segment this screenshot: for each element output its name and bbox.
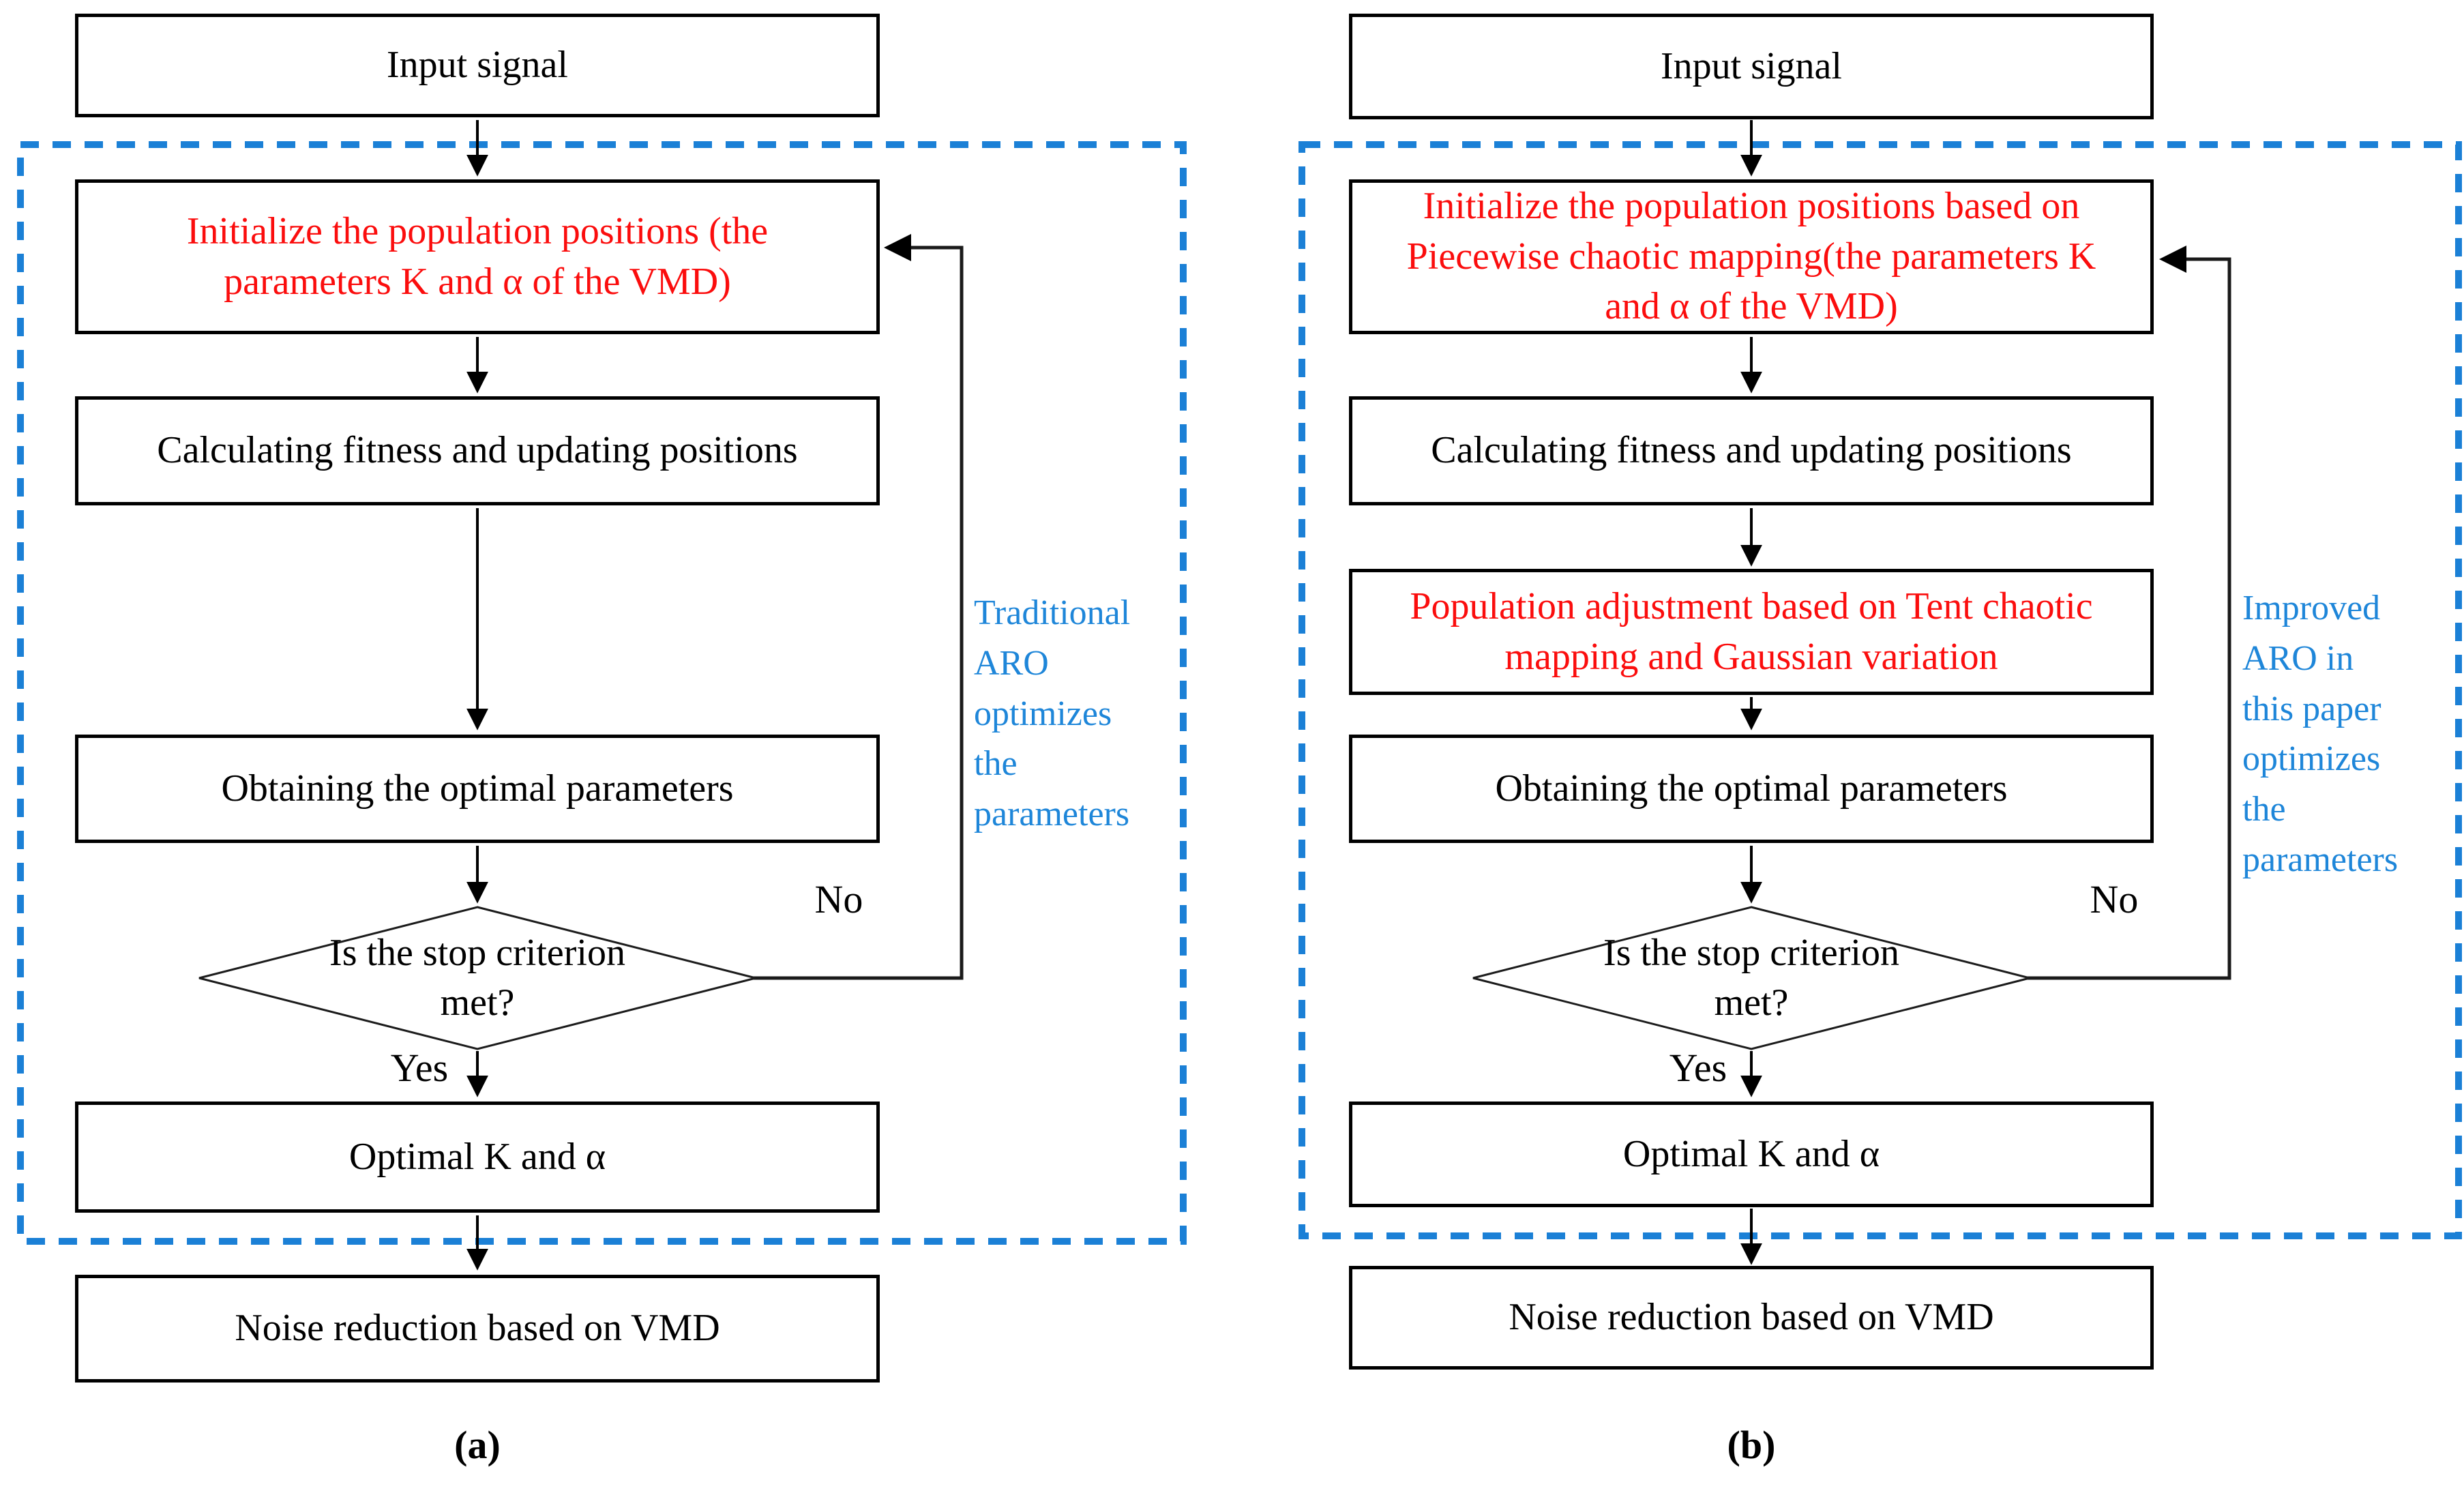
node-a-calculate: Calculating fitness and updating positio… — [75, 396, 880, 505]
node-b-decision: Is the stop criterion met? — [1588, 917, 1915, 1039]
side-note-a: Traditional ARO optimizes the parameters — [974, 588, 1178, 840]
node-b-obtain-label: Obtaining the optimal parameters — [1495, 767, 2008, 810]
side-note-b-line: ARO in — [2242, 638, 2354, 678]
dashed-boundary-b — [1298, 141, 2462, 1239]
node-b-initialize-label: Initialize the population positions base… — [1406, 184, 2096, 328]
loop-arrow-a-no-branch — [750, 234, 964, 980]
node-b-decision-label: Is the stop criterion met? — [1603, 932, 1899, 1024]
side-note-b-line: this paper — [2242, 689, 2381, 728]
node-a-optimal-label: Optimal K and α — [348, 1135, 606, 1178]
node-b-input: Input signal — [1349, 14, 2154, 119]
node-b-adjust-label: Population adjustment based on Tent chao… — [1410, 585, 2093, 678]
side-note-a-line: Traditional — [974, 593, 1131, 632]
node-a-noise: Noise reduction based on VMD — [75, 1275, 880, 1383]
node-a-decision-label: Is the stop criterion met? — [329, 932, 625, 1024]
node-a-noise-label: Noise reduction based on VMD — [235, 1307, 720, 1350]
node-b-noise: Noise reduction based on VMD — [1349, 1266, 2154, 1370]
node-b-obtain: Obtaining the optimal parameters — [1349, 735, 2154, 843]
node-b-initialize: Initialize the population positions base… — [1349, 179, 2154, 334]
node-a-obtain: Obtaining the optimal parameters — [75, 735, 880, 843]
edge-label-b-no: No — [2090, 877, 2139, 921]
node-b-noise-label: Noise reduction based on VMD — [1509, 1296, 1994, 1339]
node-a-input-label: Input signal — [387, 44, 568, 87]
side-note-b: Improved ARO in this paper optimizes the… — [2242, 583, 2458, 885]
node-a-initialize-label: Initialize the population positions (the… — [186, 209, 769, 303]
side-note-b-line: Improved — [2242, 589, 2381, 627]
node-b-adjust: Population adjustment based on Tent chao… — [1349, 569, 2154, 695]
node-b-input-label: Input signal — [1661, 44, 1842, 87]
side-note-b-line: the — [2242, 790, 2286, 829]
edge-label-a-yes: Yes — [390, 1046, 449, 1090]
node-a-calculate-label: Calculating fitness and updating positio… — [157, 429, 798, 472]
node-a-decision: Is the stop criterion met? — [314, 917, 641, 1039]
node-b-calculate-label: Calculating fitness and updating positio… — [1431, 429, 2072, 472]
decision-diamond-b — [1472, 906, 2030, 1050]
node-b-optimal-label: Optimal K and α — [1622, 1132, 1880, 1175]
node-a-optimal: Optimal K and α — [75, 1102, 880, 1213]
caption-b: (b) — [1727, 1423, 1776, 1467]
side-note-b-line: parameters — [2242, 840, 2399, 880]
node-b-calculate: Calculating fitness and updating positio… — [1349, 396, 2154, 505]
node-a-input: Input signal — [75, 14, 880, 117]
decision-diamond-a — [198, 906, 756, 1050]
loop-arrow-b-no-branch — [2024, 246, 2231, 980]
side-note-a-line: parameters — [974, 795, 1130, 834]
side-note-a-line: ARO — [974, 643, 1049, 683]
side-note-a-line: the — [974, 744, 1018, 784]
caption-a: (a) — [454, 1423, 501, 1467]
edge-label-b-yes: Yes — [1669, 1046, 1727, 1090]
side-note-a-line: optimizes — [974, 694, 1112, 733]
node-a-obtain-label: Obtaining the optimal parameters — [221, 767, 734, 810]
node-a-initialize: Initialize the population positions (the… — [75, 179, 880, 334]
side-note-b-line: optimizes — [2242, 739, 2381, 779]
dashed-boundary-a — [17, 141, 1187, 1245]
edge-label-a-no: No — [814, 877, 863, 921]
node-b-optimal: Optimal K and α — [1349, 1102, 2154, 1207]
